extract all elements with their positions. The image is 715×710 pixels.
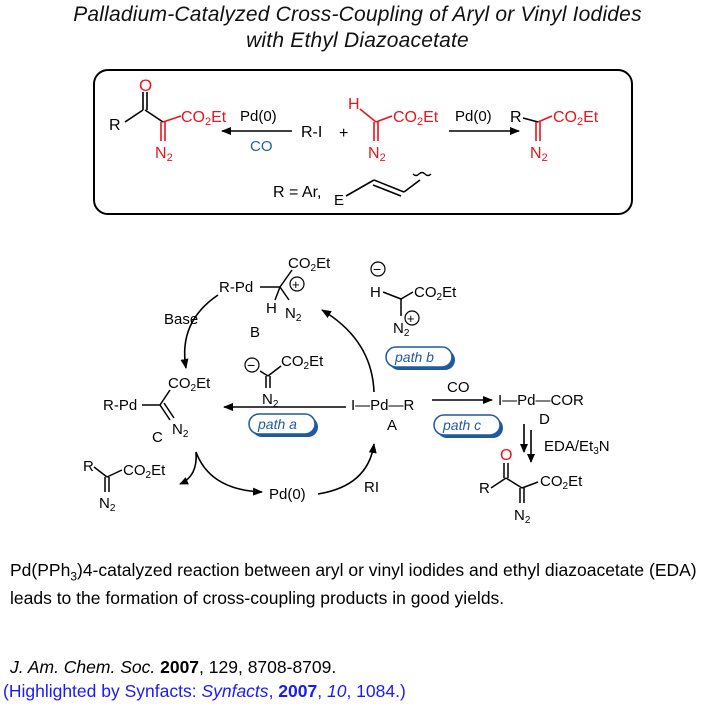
svg-text:R: R [83, 458, 94, 475]
svg-text:N2: N2 [172, 421, 189, 440]
svg-text:R-Pd: R-Pd [219, 279, 253, 296]
svg-text:CO2Et: CO2Et [288, 255, 331, 274]
pd0-label: Pd(0) [269, 486, 306, 503]
arc-B-to-C [180, 294, 219, 369]
highlight-link[interactable]: (Highlighted by Synfacts: Synfacts, 2007… [3, 681, 406, 701]
svg-text:CO2Et: CO2Et [414, 284, 457, 303]
reaction-scheme: O R CO2Et N2 Pd(0) CO R-I + H CO2Et N2 P… [83, 69, 633, 526]
svg-text:CO2Et: CO2Et [281, 353, 324, 372]
svg-text:−: − [373, 261, 381, 277]
svg-text:N2: N2 [99, 495, 116, 514]
title-line-2: with Ethyl Diazoacetate [246, 29, 469, 52]
svg-text:N2: N2 [155, 145, 173, 164]
arc-A-to-B [321, 309, 375, 393]
svg-text:−: − [247, 357, 255, 373]
svg-text:CO2Et: CO2Et [553, 109, 599, 128]
svg-text:CO2Et: CO2Et [168, 375, 211, 394]
eda-base-label: EDA/Et3N [544, 438, 610, 457]
box-left-o: O [139, 76, 152, 95]
complex-B: R-Pd CO2Et H N2 + B [219, 255, 331, 341]
ri-label: RI [364, 479, 379, 496]
base-label: Base [164, 311, 198, 328]
svg-text:H: H [370, 284, 381, 301]
path-b-pill: path b [385, 346, 455, 370]
svg-text:path b: path b [394, 349, 434, 365]
complex-D: I—Pd—COR D [498, 392, 584, 428]
svg-text:C: C [152, 429, 163, 446]
box-left-r: R [109, 117, 121, 134]
citation: J. Am. Chem. Soc. 2007, 129, 8708-8709. [10, 657, 337, 677]
svg-text:N2: N2 [530, 145, 548, 164]
svg-text:A: A [387, 417, 397, 434]
path-a-pill: path a [248, 413, 318, 437]
arc-Pd0-to-A [317, 443, 377, 495]
svg-text:I—Pd—COR: I—Pd—COR [498, 392, 584, 409]
svg-text:H: H [266, 300, 277, 317]
product-left: R CO2Et N2 [83, 458, 166, 514]
svg-text:N2: N2 [285, 305, 302, 324]
box-eda: H CO2Et N2 [348, 96, 439, 164]
arc-release-product [179, 451, 197, 485]
svg-text:R: R [479, 480, 490, 497]
svg-text:CO2Et: CO2Et [123, 462, 166, 481]
vinyl-fragment: E [334, 171, 432, 209]
box-right-product: R CO2Et N2 [510, 109, 599, 164]
description: Pd(PPh3)4-catalyzed reaction between ary… [10, 560, 697, 608]
box-plus: + [339, 125, 348, 142]
svg-text:I—Pd—R: I—Pd—R [351, 397, 415, 414]
svg-text:path c: path c [442, 417, 481, 433]
complex-A: I—Pd—R A [351, 397, 415, 434]
title-line-1: Palladium-Catalyzed Cross-Coupling of Ar… [73, 3, 642, 26]
svg-text:CO2Et: CO2Et [393, 109, 439, 128]
svg-text:E: E [334, 192, 344, 209]
svg-text:O: O [500, 447, 512, 464]
box-arrow-left-bottom: CO [250, 138, 273, 155]
anion-path-a: − CO2Et N2 [244, 353, 324, 410]
arc-C-to-Pd0 [195, 451, 263, 496]
svg-text:H: H [348, 96, 360, 113]
svg-text:path a: path a [257, 416, 297, 432]
svg-text:+: + [292, 277, 300, 292]
svg-text:N2: N2 [514, 507, 531, 526]
svg-text:D: D [539, 411, 550, 428]
svg-text:N2: N2 [368, 145, 386, 164]
path-c-pill: path c [433, 414, 503, 438]
box-left-product: O R CO2Et N2 [109, 76, 227, 164]
complex-C: R-Pd CO2Et N2 C [103, 375, 211, 446]
anion-path-b: − H CO2Et N2 + [370, 261, 457, 339]
svg-text:B: B [250, 324, 260, 341]
svg-text:R: R [510, 109, 522, 126]
svg-text:R-Pd: R-Pd [103, 397, 137, 414]
box-arrow-left-top: Pd(0) [240, 108, 277, 125]
summary-box [93, 69, 633, 215]
box-r-definition: R = Ar, [273, 184, 321, 201]
svg-text:CO2Et: CO2Et [540, 473, 583, 492]
co-label: CO [447, 379, 470, 396]
box-arrow-right-top: Pd(0) [455, 108, 492, 125]
box-reagent: R-I [301, 124, 322, 141]
svg-text:+: + [407, 311, 415, 326]
svg-text:CO2Et: CO2Et [181, 109, 227, 128]
